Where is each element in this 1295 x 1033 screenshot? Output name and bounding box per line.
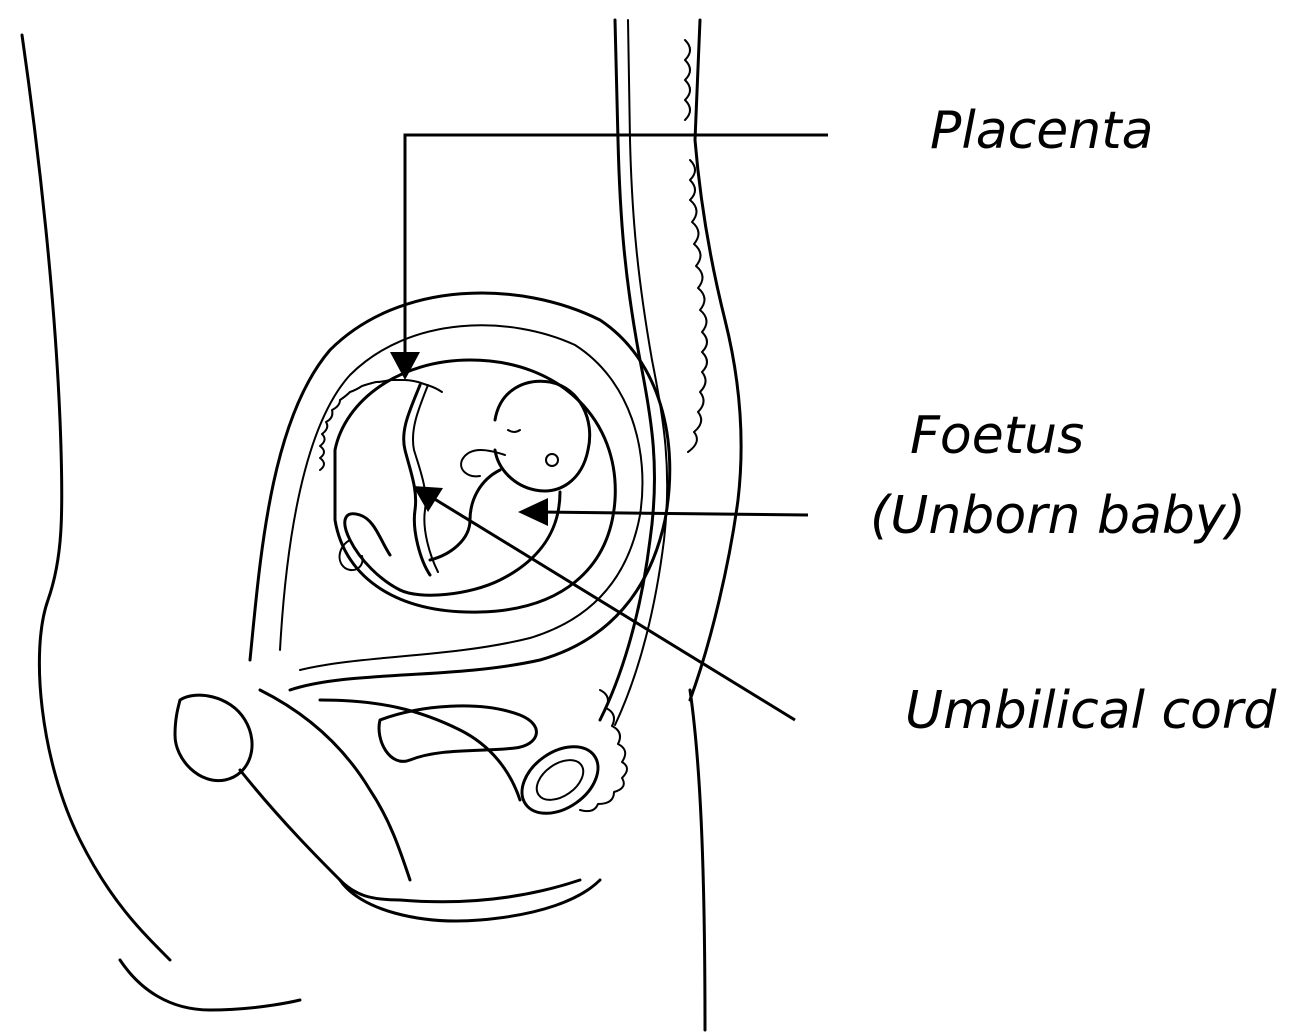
buttock-curve [120, 960, 300, 1010]
foetus-body-front [430, 470, 500, 560]
label-umbilical-cord: Umbilical cord [905, 680, 1276, 742]
foetus-arrowhead [518, 498, 548, 526]
umbilical-arrowhead [413, 486, 443, 512]
foetus-head [495, 381, 590, 491]
pubic-bone [175, 695, 252, 780]
label-foetus-subtitle: (Unborn baby) [870, 485, 1246, 547]
label-placenta: Placenta [930, 100, 1153, 162]
uterus-outer-wall [250, 293, 670, 690]
foetus-leg [345, 514, 400, 590]
foetus-ear [546, 454, 558, 466]
bladder [379, 706, 536, 761]
back-outline [690, 690, 705, 1030]
placenta-arrowhead [390, 352, 420, 380]
label-foetus: Foetus [910, 405, 1084, 467]
foetus-figure [340, 381, 590, 595]
body-front-outline [22, 35, 170, 960]
foetus-eye [508, 430, 520, 432]
spine-outline-right [690, 20, 741, 700]
lower-pelvis-curve [240, 770, 580, 902]
foetus-leader-line [540, 512, 808, 515]
